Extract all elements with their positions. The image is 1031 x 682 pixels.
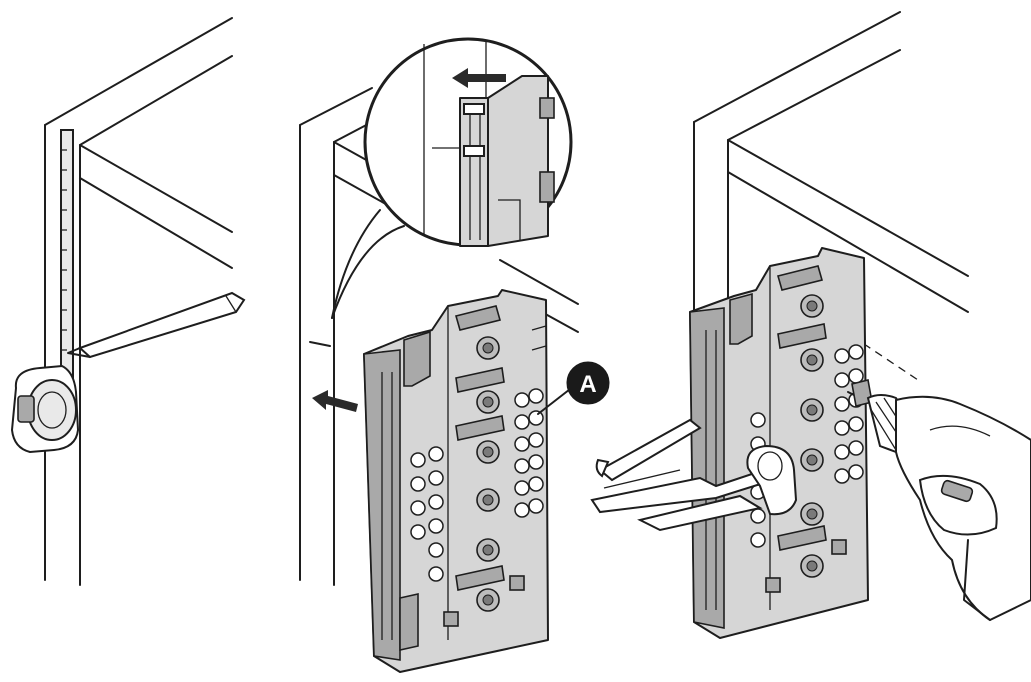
pencil-icon [67,291,246,359]
clamp-icon [590,418,798,532]
arrow-left-icon [312,390,358,412]
hole-grid [410,388,544,582]
boss-column [476,336,500,612]
boss-column [800,294,824,578]
drill-jig-icon [363,289,549,673]
hole-grid [750,344,864,548]
panel-2-align: A [299,37,610,673]
cabinet-corner-1 [44,17,233,586]
panel-3-drill [590,11,1031,639]
drill-jig-icon [689,247,869,639]
callout-a-label: A [579,371,596,398]
magnifier-circle-icon [331,37,573,319]
panel-1-measure [10,17,246,586]
tape-measure-icon [10,129,80,454]
arrow-left-icon [452,68,506,88]
callout-a: A [537,361,610,415]
drill-icon [847,379,1031,622]
